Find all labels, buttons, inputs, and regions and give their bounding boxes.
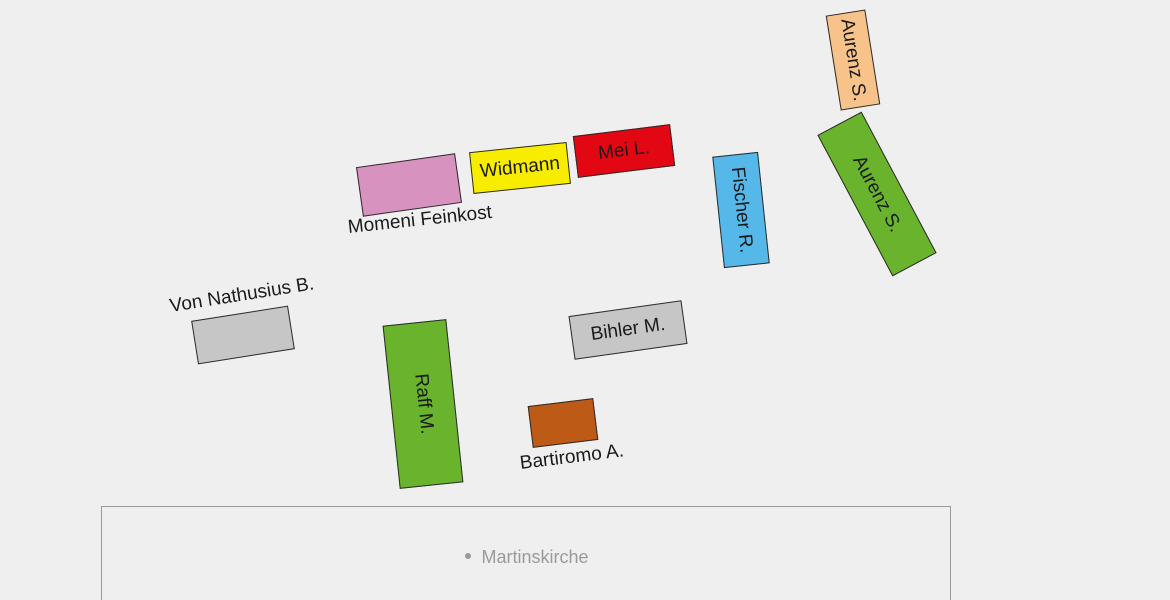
stall-von-nathusius[interactable] [191, 305, 295, 365]
stall-mei-label: Mei L. [596, 136, 651, 165]
stall-bihler-label: Bihler M. [589, 313, 667, 346]
church-name: Martinskirche [481, 547, 589, 567]
stall-aurenz-large-label: Aurenz S. [848, 152, 907, 236]
stall-widmann[interactable]: Widmann [469, 141, 571, 195]
stall-raff[interactable]: Raff M. [382, 319, 464, 489]
church-outline: Martinskirche [101, 506, 951, 600]
stall-bihler[interactable]: Bihler M. [568, 300, 688, 360]
stall-von-nathusius-label: Von Nathusius B. [168, 273, 316, 317]
stall-aurenz-small-label: Aurenz S. [836, 17, 871, 103]
stall-fischer[interactable]: Fischer R. [712, 151, 770, 269]
stall-aurenz-small[interactable]: Aurenz S. [825, 9, 881, 111]
stall-aurenz-large[interactable]: Aurenz S. [817, 111, 937, 277]
stall-raff-label: Raff M. [409, 372, 438, 436]
church-label: Martinskirche [102, 547, 952, 568]
stall-mei[interactable]: Mei L. [572, 124, 676, 178]
church-bullet-icon [465, 553, 472, 560]
stall-bartiromo[interactable] [527, 398, 599, 448]
stall-widmann-label: Widmann [478, 152, 561, 183]
stall-fischer-label: Fischer R. [726, 165, 757, 255]
